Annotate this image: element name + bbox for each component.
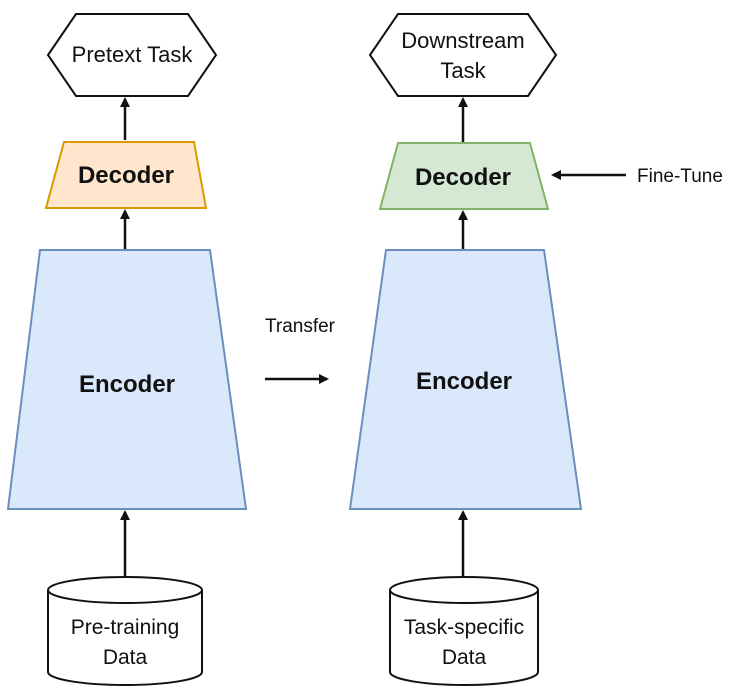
right-decoder-node: Decoder <box>378 142 550 210</box>
fine-tune-label: Fine-Tune <box>637 166 723 187</box>
task-specific-data-label-line2: Data <box>442 646 487 669</box>
left-decoder-shape <box>44 141 208 209</box>
left-encoder-node: Encoder <box>6 249 248 510</box>
right-decoder-shape <box>378 142 550 210</box>
right-encoder-shape <box>348 249 583 510</box>
left-decoder-node: Decoder <box>44 141 208 209</box>
downstream-task-label-line2: Task <box>440 58 486 83</box>
right-encoder-node: Encoder <box>348 249 583 510</box>
pretraining-data-node: Pre-training Data <box>47 576 203 686</box>
right-decoder-label: Decoder <box>415 164 511 191</box>
task-specific-data-cylinder-top <box>389 576 539 604</box>
pretext-task-node: Pretext Task <box>46 13 218 97</box>
pretext-task-label: Pretext Task <box>72 42 194 67</box>
pretext-task-hexagon <box>46 13 218 97</box>
left-decoder-label: Decoder <box>78 162 174 189</box>
task-specific-data-label-line1: Task-specific <box>404 616 524 639</box>
pretraining-data-label-line2: Data <box>103 646 148 669</box>
downstream-task-hexagon <box>368 13 558 97</box>
downstream-task-node: Downstream Task <box>368 13 558 97</box>
right-encoder-label: Encoder <box>416 368 512 395</box>
downstream-task-label-line1: Downstream <box>401 28 524 53</box>
pretraining-data-cylinder-top <box>47 576 203 604</box>
pretraining-data-cylinder-body <box>47 590 203 686</box>
task-specific-data-cylinder-body <box>389 590 539 686</box>
pretraining-data-label-line1: Pre-training <box>71 616 180 639</box>
left-encoder-shape <box>6 249 248 510</box>
left-encoder-label: Encoder <box>79 371 175 398</box>
task-specific-data-node: Task-specific Data <box>389 576 539 686</box>
transfer-label: Transfer <box>265 316 336 337</box>
